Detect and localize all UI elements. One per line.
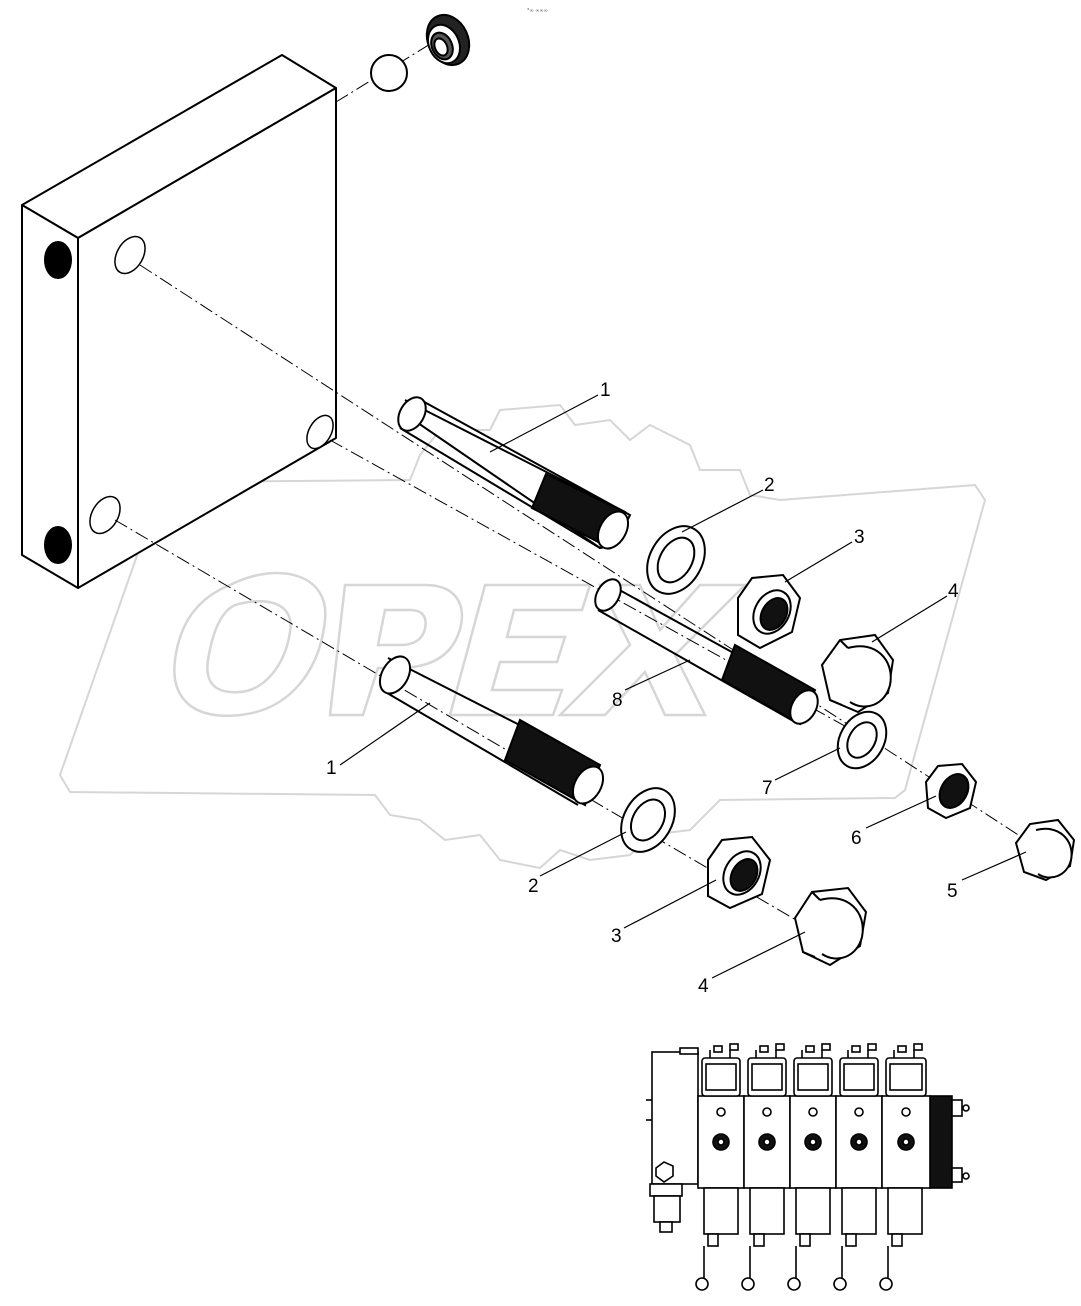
cap-nut-upper xyxy=(820,633,895,714)
cap-nut-small xyxy=(1014,818,1076,882)
front-hole-lower-left xyxy=(89,495,121,535)
inlet-section xyxy=(651,1051,699,1185)
callout-top-cap: 4 xyxy=(948,581,959,602)
nut-upper xyxy=(737,573,802,650)
valve-section-5 xyxy=(879,1043,931,1291)
callout-top-washer: 2 xyxy=(764,475,775,496)
valve-section-2 xyxy=(741,1043,791,1291)
callout-mid-stud: 8 xyxy=(612,690,623,711)
valve-section-3 xyxy=(787,1043,837,1291)
side-port-lower xyxy=(44,526,72,564)
block-side-face xyxy=(21,204,79,589)
callout-washer-small: 7 xyxy=(762,778,773,799)
callout-labels: 1 2 3 4 8 7 6 5 1 2 3 4 xyxy=(326,380,959,997)
washer-small xyxy=(836,710,888,770)
centerline-upper xyxy=(139,264,1061,863)
callout-bottom-stud: 1 xyxy=(326,758,337,779)
washer-upper xyxy=(646,525,706,595)
plug-fitting xyxy=(425,13,471,67)
corner-mark: °∞ ∞∞∞ xyxy=(527,8,548,14)
leader-lines xyxy=(339,394,1027,979)
stud-lower xyxy=(378,655,605,807)
callout-cap-small: 5 xyxy=(947,881,958,902)
manifold-block xyxy=(21,54,337,589)
washer-lower xyxy=(620,787,676,853)
callout-top-stud: 1 xyxy=(600,380,611,401)
nut-small xyxy=(924,762,978,820)
inlet-hex-fitting xyxy=(655,1161,674,1183)
front-hole-right xyxy=(306,414,334,450)
valve-bank-inset xyxy=(646,1047,970,1233)
cap-nut-lower xyxy=(793,886,868,967)
callout-bottom-nut: 3 xyxy=(611,926,622,947)
outlet-cover xyxy=(929,1095,953,1189)
side-port-upper xyxy=(44,241,72,279)
opex-watermark-logo xyxy=(58,403,987,870)
callout-nut-small: 6 xyxy=(851,828,862,849)
plug-assembly xyxy=(370,13,471,92)
valve-section-1 xyxy=(695,1043,745,1291)
stud-middle xyxy=(594,578,819,726)
stud-upper xyxy=(397,396,632,550)
watermark-gear-outline xyxy=(58,403,987,870)
valve-sections xyxy=(695,1043,931,1291)
callout-bottom-cap: 4 xyxy=(698,976,709,997)
nut-lower xyxy=(707,835,772,910)
steel-ball xyxy=(370,54,408,92)
front-hole-upper-left xyxy=(114,235,146,275)
callout-bottom-washer: 2 xyxy=(528,876,539,897)
valve-section-4 xyxy=(833,1043,883,1291)
callout-top-nut: 3 xyxy=(854,527,865,548)
